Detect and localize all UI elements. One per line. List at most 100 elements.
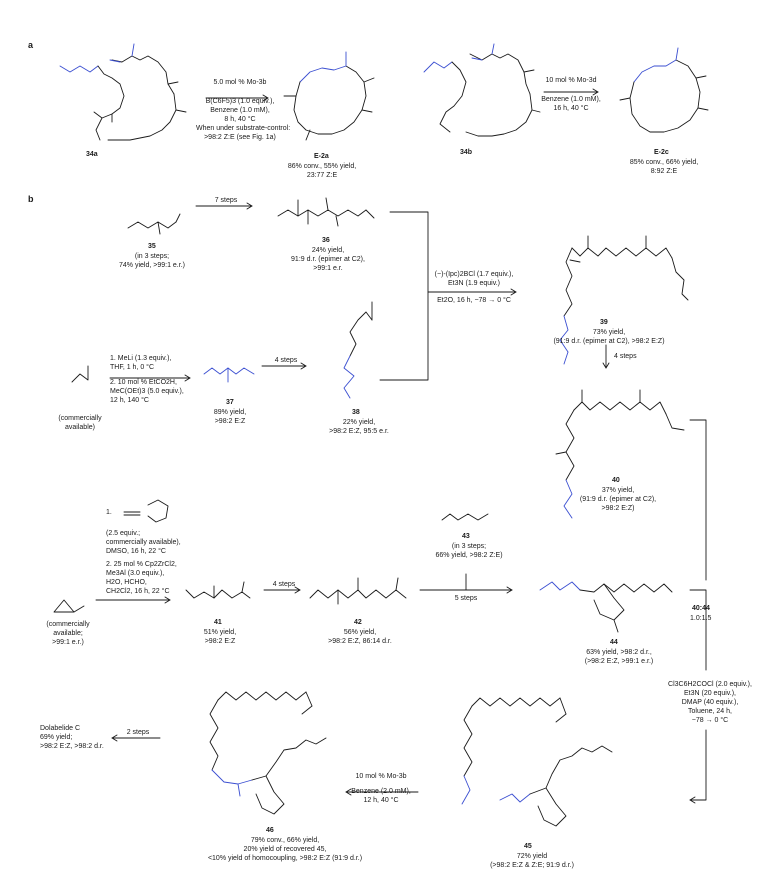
condition-line: Et3N (1.9 equiv.) [447,280,500,287]
arrow-to-41-head [164,596,171,604]
step-35-36: 7 steps [214,197,238,204]
structure-E-2c [619,47,709,133]
arrow-35-36-head [246,202,253,210]
compound-id-45: 45 [524,843,532,850]
structure-methacrolein [71,365,89,383]
notes-44: 63% yield, >98:2 d.r., (>98:2 E:Z, >99:1… [574,648,664,666]
aldehyde-note: (commercially available) [44,414,116,432]
structure-45 [461,697,613,827]
condition-line: Et2O, 16 h, −78 → 0 °C [437,297,511,304]
result-line: 23:77 Z:E [306,172,338,179]
conditions-41: 1. (2.5 equiv.; commercially available),… [106,508,181,596]
note-line: available; [53,630,83,637]
structure-46 [209,691,327,815]
notes-42: 56% yield, >98:2 E:Z, 86:14 d.r. [318,628,402,646]
condition-line: DMAP (40 equiv.), [681,699,739,706]
compound-id-34a: 34a [86,151,98,158]
compound-id-38: 38 [352,409,360,416]
condition-line: 1. MeLi (1.3 equiv.), [110,355,172,362]
step-41-42: 4 steps [272,581,296,588]
compound-id-37: 37 [226,399,234,406]
note-line: >98:2 E:Z [214,418,246,425]
note-line: >98:2 E:Z) [601,505,635,512]
notes-41: 51% yield, >98:2 E:Z [196,628,244,646]
compound-id-E-2a: E-2a [314,153,329,160]
arrow-a2-head [592,88,599,96]
note-line: (in 3 steps; [451,543,487,550]
structure-37 [203,367,255,383]
note-line: 91:9 d.r. (epimer at C2), [291,256,365,263]
result-line: 85% conv., 66% yield, [629,159,699,166]
note-line: 37% yield, [601,487,635,494]
note-line: (>98:2 E:Z & Z:E; 91:9 d.r.) [490,862,574,869]
note-line: (>98:2 E:Z, >99:1 e.r.) [584,658,654,665]
note-line: (commercially [58,415,102,422]
step-37-38: 4 steps [274,357,298,364]
condition-line: Et3N (20 equiv.), [683,690,736,697]
note-line: >99:1 e.r.) [52,639,84,646]
note-line: 72% yield [516,853,548,860]
converge-bracket [379,211,429,381]
note-line: 22% yield, [342,419,376,426]
note-line: >99:1 e.r. [313,265,343,272]
condition-line: H2O, HCHO, [106,579,147,586]
note-line: >98:2 E:Z, 95:5 e.r. [329,428,389,435]
structure-34a [59,43,187,141]
structure-38 [343,301,373,399]
panel-label-a: a [28,40,34,50]
result-E-2a: 86% conv., 55% yield, 23:77 Z:E [282,162,362,180]
step-42-44: 5 steps [454,595,478,602]
note-line: 79% conv., 66% yield, [250,837,320,844]
condition-line: 2. 25 mol % Cp2ZrCl2, [106,561,177,568]
condition-line: (−)-(Ipc)2BCl (1.7 equiv.), [434,271,514,278]
panel-label-b: b [28,194,34,204]
rcm-conditions: 10 mol % Mo-3b Benzene (2.0 mM), 12 h, 4… [346,772,416,805]
connector-40 [689,419,707,581]
structure-lithium-acetylide [123,499,169,523]
structure-43 [441,513,489,521]
note-line: 20% yield of recovered 45, [243,846,327,853]
condition-line: 12 h, 40 °C [363,797,399,804]
condition-line: −78 → 0 °C [691,717,729,724]
note-line: 66% yield, >98:2 Z:E) [435,552,503,559]
compound-id-39: 39 [600,319,608,326]
notes-40: 37% yield, (91:9 d.r. (epimer at C2), >9… [570,486,666,513]
compound-id-43: 43 [462,533,470,540]
result-line: 8:92 Z:E [650,168,678,175]
compound-id-35: 35 [148,243,156,250]
structure-36 [277,197,375,227]
condition-line: 10 mol % Mo-3b [355,773,407,780]
note-line: 73% yield, [592,329,626,336]
note-line: (91:9 d.r. (epimer at C2), [579,496,657,503]
compound-id-E-2c: E-2c [654,149,669,156]
arrow-39-40-head [602,362,610,369]
step-46-final: 2 steps [126,729,150,736]
final-product-name: Dolabelide C [40,725,81,732]
final-product: Dolabelide C 69% yield; >98:2 E:Z, >98:2… [40,724,104,751]
connector-44 [689,589,707,671]
condition-line: Benzene (2.0 mM), [351,788,411,795]
note-line: 74% yield, >99:1 e.r.) [119,262,185,269]
step-39-40: 4 steps [614,353,637,360]
condition-line: MeC(OEt)3 (5.0 equiv.), [110,388,184,395]
structure-39 [559,235,689,365]
conditions-34a: 5.0 mol % Mo-3b B(C6F5)3 (1.0 equiv.), B… [196,78,291,142]
condition-line: 2. 10 mol % EtCO2H, [110,379,177,386]
condition-line: When under substrate-control: [196,125,291,132]
condition-line: commercially available), [106,539,181,546]
structure-34b [423,43,541,137]
structure-35 [127,213,181,235]
arrow-45-46-head [345,788,352,796]
notes-37: 89% yield, >98:2 E:Z [200,408,260,426]
condition-line: B(C6F5)3 (1.0 equiv.), [205,98,275,105]
condition-line: >98:2 Z:E (see Fig. 1a) [204,134,276,141]
arrow-46-final-head [111,734,118,742]
compound-id-46: 46 [266,827,274,834]
note-line: 89% yield, [213,409,247,416]
note-line: (commercially [46,621,90,628]
condition-line: 5.0 mol % Mo-3b [213,79,267,86]
conditions-37: 1. MeLi (1.3 equiv.), THF, 1 h, 0 °C 2. … [110,354,184,405]
notes-46: 79% conv., 66% yield, 20% yield of recov… [200,836,370,863]
condition-line: Cl3C6H2COCl (2.0 equiv.), [668,681,752,688]
